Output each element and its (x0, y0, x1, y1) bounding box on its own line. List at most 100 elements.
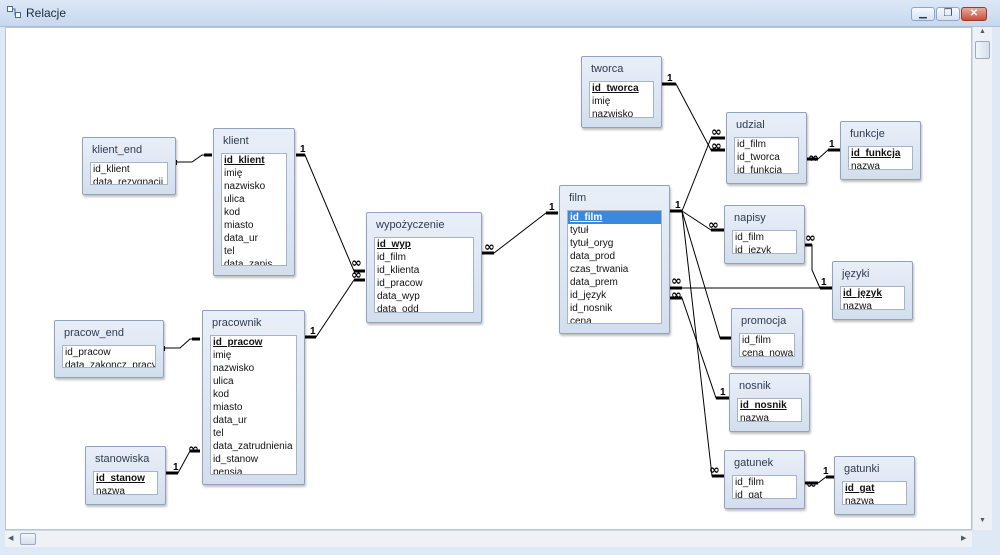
relationships-icon (7, 6, 21, 18)
field[interactable]: nazwa (96, 486, 125, 495)
field[interactable]: data_zatrudnienia (213, 441, 293, 452)
field[interactable]: data_wyp (377, 291, 420, 302)
field-primary-key[interactable]: id_gat (845, 483, 875, 494)
scroll-right-icon[interactable]: ▶ (961, 535, 967, 542)
field[interactable]: data_rezygnacji (93, 177, 164, 185)
scroll-left-icon[interactable]: ◀ (8, 535, 14, 542)
field[interactable]: czas_trwania (570, 264, 629, 275)
field[interactable]: id_pracow (377, 278, 423, 289)
field[interactable]: id_film (737, 139, 766, 150)
cardinality-many-label: ∞ (806, 477, 817, 492)
close-button[interactable]: ✕ (961, 7, 987, 21)
field[interactable]: id_film (742, 335, 771, 346)
field[interactable]: imię (224, 168, 243, 179)
table-pracow_end[interactable]: pracow_end id_pracow data_zakoncz_pracy (54, 320, 164, 378)
horizontal-scroll-thumb[interactable] (20, 533, 36, 545)
field-primary-key[interactable]: id_język (843, 288, 882, 299)
field[interactable]: tel (224, 246, 235, 257)
field[interactable]: id_gat (735, 490, 763, 499)
field[interactable]: id_film (735, 232, 764, 243)
field-list: id_gat nazwa (842, 481, 907, 505)
field[interactable]: nazwisko (224, 181, 266, 192)
restore-button[interactable]: ❐ (936, 7, 960, 21)
field[interactable]: kod (213, 389, 230, 400)
field[interactable]: data_prem (570, 277, 618, 288)
cardinality-one-label: 1 (720, 387, 726, 398)
field[interactable]: id_nosnik (570, 303, 613, 314)
field-primary-key[interactable]: id_tworca (592, 83, 639, 94)
table-jezyki[interactable]: języki id_język nazwa (832, 261, 913, 320)
table-wypozyczenie[interactable]: wypożyczenie id_wyp id_film id_klienta i… (366, 212, 482, 323)
table-klient_end[interactable]: klient_end id_klient data_rezygnacji (82, 137, 176, 195)
field[interactable]: id_klient (93, 164, 130, 175)
field[interactable]: id_pracow (65, 347, 111, 358)
field[interactable]: tel (213, 428, 224, 439)
table-napisy[interactable]: napisy id_film id_język (724, 205, 805, 264)
field[interactable]: imię (213, 350, 232, 361)
title-bar[interactable]: Relacje ▁ ❐ ✕ (0, 0, 1000, 27)
table-promocja[interactable]: promocja id_film cena_nowa (731, 308, 803, 367)
table-tworca[interactable]: tworca id_tworca imię nazwisko (581, 56, 662, 128)
field[interactable]: id_tworca (737, 152, 780, 163)
field-primary-key[interactable]: id_funkcja (851, 148, 901, 159)
scroll-down-icon[interactable]: ▼ (979, 517, 986, 524)
field[interactable]: nazwa (740, 413, 769, 422)
field[interactable]: miasto (224, 220, 254, 231)
field[interactable]: data_prod (570, 251, 616, 262)
field-list: id_nosnik nazwa (737, 398, 802, 422)
field[interactable]: tytuł_oryg (570, 238, 614, 249)
table-pracownik[interactable]: pracownik id_pracow imię nazwisko ulica … (202, 310, 305, 485)
relationships-canvas[interactable] (5, 27, 972, 530)
scroll-up-icon[interactable]: ▲ (979, 28, 986, 35)
field[interactable]: cena_nowa (742, 348, 794, 357)
field-primary-key-selected[interactable]: id_film (568, 211, 661, 224)
cardinality-many-label: ∞ (484, 240, 495, 255)
field[interactable]: id_język (570, 290, 607, 301)
field-primary-key[interactable]: id_stanow (96, 473, 145, 484)
field[interactable]: miasto (213, 402, 243, 413)
field[interactable]: nazwa (843, 301, 872, 310)
close-icon: ✕ (969, 8, 979, 19)
table-funkcje[interactable]: funkcje id_funkcja nazwa (840, 121, 921, 180)
table-film[interactable]: film id_film tytuł tytuł_oryg data_prod … (559, 185, 670, 334)
field-primary-key[interactable]: id_wyp (377, 239, 411, 250)
field[interactable]: data_zapis (224, 259, 273, 266)
field[interactable]: nazwisko (592, 109, 634, 118)
field-primary-key[interactable]: id_klient (224, 155, 265, 166)
field[interactable]: id_język (735, 245, 772, 254)
field[interactable]: ulica (213, 376, 234, 387)
field[interactable]: id_stanow (213, 454, 259, 465)
field[interactable]: id_klienta (377, 265, 420, 276)
table-title: nosnik (739, 380, 771, 392)
table-gatunek[interactable]: gatunek id_film id_gat (724, 450, 805, 509)
field-primary-key[interactable]: id_nosnik (740, 400, 787, 411)
field[interactable]: data_zakoncz_pracy (65, 360, 156, 368)
vertical-scrollbar[interactable]: ▲ ▼ (972, 27, 992, 530)
cardinality-one-label: 1 (549, 202, 555, 213)
field[interactable]: id_film (377, 252, 406, 263)
field[interactable]: nazwa (851, 161, 880, 170)
field[interactable]: nazwa (845, 496, 874, 505)
field-primary-key[interactable]: id_pracow (213, 337, 263, 348)
table-klient[interactable]: klient id_klient imię nazwisko ulica kod… (213, 128, 295, 276)
field[interactable]: nazwisko (213, 363, 255, 374)
field[interactable]: id_film (735, 477, 764, 488)
field[interactable]: imię (592, 96, 611, 107)
field[interactable]: ulica (224, 194, 245, 205)
field[interactable]: tytuł (570, 225, 589, 236)
vertical-scroll-thumb[interactable] (975, 41, 990, 59)
table-stanowiska[interactable]: stanowiska id_stanow nazwa (85, 446, 166, 505)
field[interactable]: kod (224, 207, 241, 218)
table-gatunki[interactable]: gatunki id_gat nazwa (834, 456, 915, 515)
cardinality-one-label: 1 (675, 200, 681, 211)
table-udzial[interactable]: udzial id_film id_tworca id_funkcja (726, 112, 807, 184)
table-nosnik[interactable]: nosnik id_nosnik nazwa (729, 373, 810, 432)
field[interactable]: pensja (213, 467, 243, 475)
horizontal-scrollbar[interactable]: ◀ ▶ (5, 530, 972, 547)
field[interactable]: data_ur (224, 233, 258, 244)
field[interactable]: cena (570, 316, 592, 324)
field[interactable]: id_funkcja (737, 165, 783, 174)
field[interactable]: data_ur (213, 415, 247, 426)
minimize-button[interactable]: ▁ (911, 7, 935, 21)
field[interactable]: data_odd (377, 304, 419, 313)
